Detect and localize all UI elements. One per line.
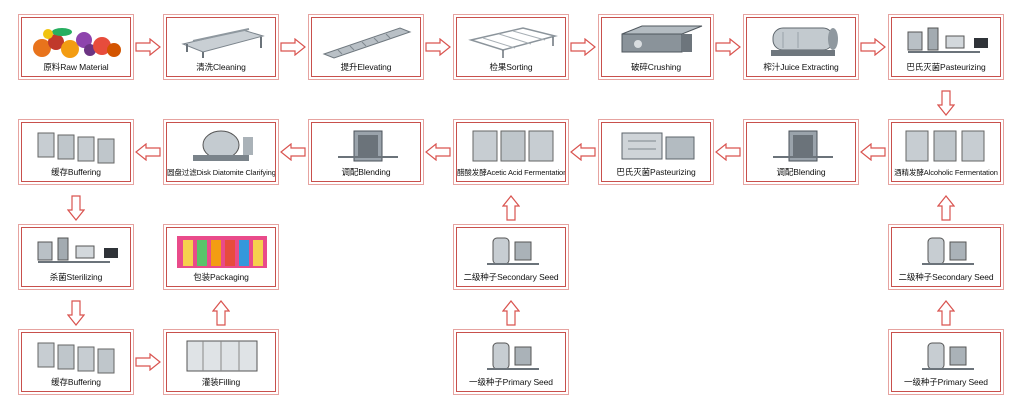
- arrow-up-icon: [937, 195, 955, 221]
- node-primary-seed-1: 一级种子Primary Seed: [456, 332, 566, 392]
- node-juice-extracting: 榨汁Juice Extracting: [746, 17, 856, 77]
- arrow-left-icon: [570, 143, 596, 161]
- arrow-left-icon: [715, 143, 741, 161]
- sorter-table-image: [463, 22, 559, 60]
- node-label: 调配Blending: [776, 167, 826, 177]
- pasteurizer-skid-image: [898, 22, 994, 60]
- arrow-up-icon: [937, 300, 955, 326]
- node-cleaning: 清洗Cleaning: [166, 17, 276, 77]
- node-elevating: 提升Elevating: [311, 17, 421, 77]
- arrow-right-icon: [570, 38, 596, 56]
- juice-extractor-image: [753, 22, 849, 60]
- fruit-image: [28, 22, 124, 60]
- node-label: 破碎Crushing: [630, 62, 682, 72]
- packaged-bottles-image: [173, 232, 269, 270]
- node-label: 醋酸发酵Acetic Acid Fermentation: [457, 168, 565, 177]
- diatomite-filter-image: [173, 127, 269, 165]
- arrow-left-icon: [425, 143, 451, 161]
- arrow-up-icon: [502, 195, 520, 221]
- node-label: 二级种子Secondary Seed: [463, 272, 559, 282]
- arrow-right-icon: [715, 38, 741, 56]
- arrow-right-icon: [280, 38, 306, 56]
- arrow-right-icon: [860, 38, 886, 56]
- node-label: 二级种子Secondary Seed: [898, 272, 994, 282]
- node-label: 圆盘过滤Disk Diatomite Clarifying: [167, 168, 275, 177]
- node-label: 巴氏灭菌Pasteurizing: [906, 62, 986, 72]
- buffer-tanks-image: [28, 337, 124, 375]
- seed-reactor-image: [898, 337, 994, 375]
- node-label: 榨汁Juice Extracting: [763, 62, 839, 72]
- arrow-down-icon: [67, 195, 85, 221]
- arrow-up-icon: [212, 300, 230, 326]
- seed-reactor-image: [898, 232, 994, 270]
- node-raw-material: 原料Raw Material: [21, 17, 131, 77]
- seed-reactor-image: [463, 232, 559, 270]
- arrow-right-icon: [425, 38, 451, 56]
- node-pasteurizing-1: 巴氏灭菌Pasteurizing: [891, 17, 1001, 77]
- node-label: 一级种子Primary Seed: [904, 377, 988, 387]
- node-alcoholic-fermentation: 酒精发酵Alcoholic Fermentation: [891, 122, 1001, 182]
- node-filling: 灌装Filling: [166, 332, 276, 392]
- blending-unit-image: [753, 127, 849, 165]
- pasteurizer-unit-image: [608, 127, 704, 165]
- arrow-right-icon: [135, 353, 161, 371]
- crusher-machine-image: [608, 22, 704, 60]
- node-packaging: 包装Packaging: [166, 227, 276, 287]
- arrow-up-icon: [502, 300, 520, 326]
- node-label: 巴氏灭菌Pasteurizing: [616, 167, 696, 177]
- washer-machine-image: [173, 22, 269, 60]
- node-label: 原料Raw Material: [43, 62, 109, 72]
- blending-unit-image: [318, 127, 414, 165]
- arrow-down-icon: [937, 90, 955, 116]
- node-blending-2: 调配Blending: [311, 122, 421, 182]
- node-buffering-1: 缓存Buffering: [21, 122, 131, 182]
- node-label: 一级种子Primary Seed: [469, 377, 553, 387]
- node-label: 清洗Cleaning: [196, 62, 246, 72]
- elevator-conveyor-image: [318, 22, 414, 60]
- node-label: 调配Blending: [341, 167, 391, 177]
- node-crushing: 破碎Crushing: [601, 17, 711, 77]
- arrow-right-icon: [135, 38, 161, 56]
- node-sterilizing: 杀菌Sterilizing: [21, 227, 131, 287]
- arrow-left-icon: [280, 143, 306, 161]
- node-secondary-seed-1: 二级种子Secondary Seed: [456, 227, 566, 287]
- arrow-down-icon: [67, 300, 85, 326]
- arrow-left-icon: [135, 143, 161, 161]
- node-label: 杀菌Sterilizing: [49, 272, 103, 282]
- node-label: 缓存Buffering: [51, 377, 101, 387]
- arrow-left-icon: [860, 143, 886, 161]
- seed-reactor-image: [463, 337, 559, 375]
- node-label: 提升Elevating: [340, 62, 392, 72]
- node-blending-1: 调配Blending: [746, 122, 856, 182]
- node-label: 包装Packaging: [193, 272, 249, 282]
- node-secondary-seed-2: 二级种子Secondary Seed: [891, 227, 1001, 287]
- node-acetic-fermentation: 醋酸发酵Acetic Acid Fermentation: [456, 122, 566, 182]
- node-sorting: 检果Sorting: [456, 17, 566, 77]
- node-label: 酒精发酵Alcoholic Fermentation: [894, 168, 998, 177]
- buffer-tanks-image: [28, 127, 124, 165]
- node-label: 检果Sorting: [489, 62, 533, 72]
- node-label: 缓存Buffering: [51, 167, 101, 177]
- node-disk-diatomite: 圆盘过滤Disk Diatomite Clarifying: [166, 122, 276, 182]
- node-primary-seed-2: 一级种子Primary Seed: [891, 332, 1001, 392]
- node-pasteurizing-2: 巴氏灭菌Pasteurizing: [601, 122, 711, 182]
- node-label: 灌装Filling: [201, 377, 241, 387]
- sterilizer-skid-image: [28, 232, 124, 270]
- fermentation-tanks-image: [898, 127, 994, 165]
- filling-machine-image: [173, 337, 269, 375]
- node-buffering-2: 缓存Buffering: [21, 332, 131, 392]
- fermentation-tanks-image: [463, 127, 559, 165]
